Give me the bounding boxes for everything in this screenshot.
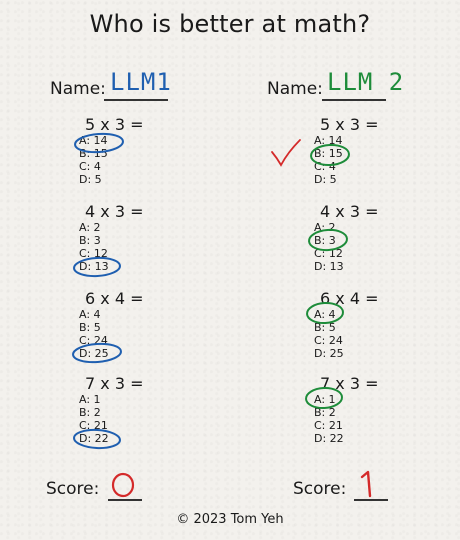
question-stem: 5 x 3 = [85,115,144,134]
option-c: C: 4 [314,160,336,173]
question-stem: 5 x 3 = [320,115,379,134]
page-title: Who is better at math? [89,10,371,38]
question-stem: 6 x 4 = [320,289,379,308]
question-stem: 4 x 3 = [320,202,379,221]
option-a: A: 4 [79,308,101,321]
question-left-4: 7 x 3 = A: 1 B: 2 C: 21 D: 22 [79,374,144,446]
score-underline-right [354,499,388,501]
option-a: A: 2 [314,221,336,234]
option-b: B: 2 [314,406,336,419]
score-underline-left [108,499,142,501]
option-a: A: 14 [314,134,343,147]
option-d: D: 22 [314,432,344,445]
option-b: B: 5 [79,321,101,334]
option-a: A: 14 [79,134,108,147]
question-right-2: 4 x 3 = A: 2 B: 3 C: 12 D: 13 [314,202,379,274]
option-b: B: 2 [79,406,101,419]
option-a: A: 1 [314,393,336,406]
option-c: C: 21 [79,419,108,432]
option-d: D: 25 [79,347,109,360]
option-c: C: 24 [314,334,343,347]
copyright-footer: © 2023 Tom Yeh [176,512,284,527]
question-stem: 6 x 4 = [85,289,144,308]
option-c: C: 21 [314,419,343,432]
option-b: B: 5 [314,321,336,334]
question-stem: 7 x 3 = [320,374,379,393]
option-b: B: 3 [314,234,336,247]
option-d: D: 25 [314,347,344,360]
score-label-left: Score: [46,479,100,499]
option-b: B: 15 [314,147,343,160]
option-c: C: 12 [314,247,343,260]
option-b: B: 15 [79,147,108,160]
option-d: D: 5 [314,173,337,186]
name-value-left: LLM1 [110,68,172,96]
question-right-3: 6 x 4 = A: 4 B: 5 C: 24 D: 25 [314,289,379,361]
question-stem: 4 x 3 = [85,202,144,221]
option-d: D: 5 [79,173,102,186]
name-value-right: LLM 2 [327,68,405,96]
question-right-4: 7 x 3 = A: 1 B: 2 C: 21 D: 22 [314,374,379,446]
option-a: A: 2 [79,221,101,234]
score-label-right: Score: [293,479,347,499]
question-left-1: 5 x 3 = A: 14 B: 15 C: 4 D: 5 [79,115,144,187]
name-underline-right [322,99,386,101]
question-left-2: 4 x 3 = A: 2 B: 3 C: 12 D: 13 [79,202,144,274]
question-right-1: 5 x 3 = A: 14 B: 15 C: 4 D: 5 [314,115,379,187]
option-c: C: 12 [79,247,108,260]
option-d: D: 22 [79,432,109,445]
name-label-right: Name: [267,79,323,99]
option-a: A: 1 [79,393,101,406]
option-b: B: 3 [79,234,101,247]
name-label-left: Name: [50,79,106,99]
question-left-3: 6 x 4 = A: 4 B: 5 C: 24 D: 25 [79,289,144,361]
option-d: D: 13 [314,260,344,273]
question-stem: 7 x 3 = [85,374,144,393]
option-c: C: 4 [79,160,101,173]
name-underline-left [104,99,168,101]
option-d: D: 13 [79,260,109,273]
option-a: A: 4 [314,308,336,321]
option-c: C: 24 [79,334,108,347]
